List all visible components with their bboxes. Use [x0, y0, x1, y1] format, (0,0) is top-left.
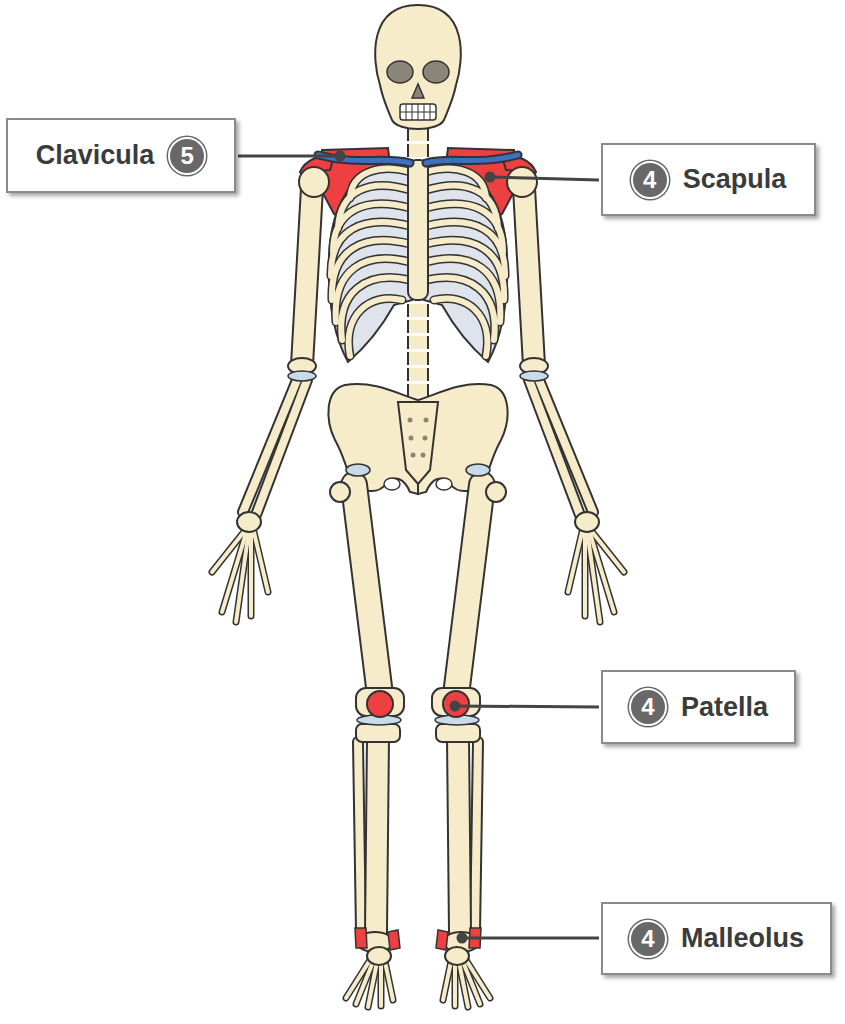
bone-name: Scapula: [683, 164, 787, 195]
leader-dot: [485, 172, 496, 183]
limbs-right: [418, 155, 624, 1007]
foramen: [423, 436, 428, 441]
sacrum: [398, 402, 438, 484]
skull: [375, 5, 461, 129]
foramen: [424, 418, 429, 423]
teeth: [400, 104, 436, 120]
leader-line: [238, 155, 340, 158]
callout-number-text: 5: [181, 144, 194, 168]
nasal-cavity: [412, 84, 424, 98]
callout-number-text: 4: [641, 695, 654, 719]
leaders: [238, 156, 599, 938]
bone-name: Patella: [681, 692, 768, 723]
callout-number: 4: [629, 920, 667, 958]
teeth-lines: [400, 104, 436, 120]
callout-number: 5: [168, 137, 206, 175]
leader-dot: [457, 933, 468, 944]
spine-outline: [407, 128, 429, 400]
eye-socket: [387, 61, 413, 83]
leader-dot: [335, 151, 346, 162]
callout-number: 4: [631, 161, 669, 199]
foramen: [421, 453, 426, 458]
callout-number-text: 4: [643, 168, 656, 192]
leader-line: [455, 706, 599, 707]
ribcage-right: [424, 160, 507, 362]
foramen: [411, 453, 416, 458]
eye-socket: [423, 61, 449, 83]
ribcage-left: [329, 160, 412, 362]
foramen: [409, 436, 414, 441]
leader-dot: [450, 701, 461, 712]
label-box: Scapula 4: [601, 143, 816, 216]
sternum: [408, 160, 428, 300]
spine: [409, 128, 427, 400]
callout-number: 4: [629, 688, 667, 726]
sacral-foramina: [408, 418, 429, 458]
leader-dots: [335, 151, 496, 944]
label-box: Patella 4: [601, 670, 796, 744]
bone-name: Clavicula: [36, 140, 155, 171]
callout-number-text: 4: [641, 927, 654, 951]
foramen: [408, 418, 413, 423]
label-box: Clavicula 5: [6, 118, 236, 193]
leader-line: [490, 177, 599, 180]
bone-name: Malleolus: [681, 923, 804, 954]
label-box: Malleolus 4: [601, 902, 832, 975]
limbs-left: [212, 155, 418, 1007]
leader-line: [462, 937, 599, 940]
